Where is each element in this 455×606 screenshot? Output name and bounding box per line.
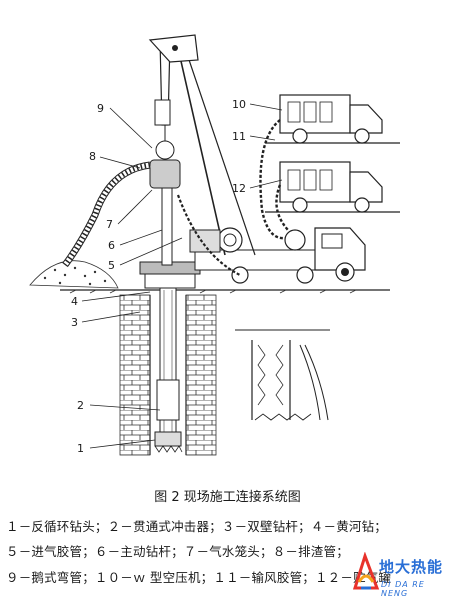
legend-line-3: ９－鹅式弯管；１０－ｗ 型空压机；１１－输风胶管；１２－贮气罐 xyxy=(6,570,392,585)
callout-6: 6 xyxy=(108,239,115,252)
figure-caption: 图 2 现场施工连接系统图 xyxy=(154,490,301,505)
compressor-truck-10 xyxy=(279,94,383,144)
drive-unit xyxy=(189,227,314,284)
logo-icon xyxy=(352,552,380,590)
compressor-truck-11 xyxy=(279,161,383,213)
borehole-walls xyxy=(119,294,217,456)
mast xyxy=(148,34,256,256)
callout-3: 3 xyxy=(71,316,78,329)
slag-hose xyxy=(62,161,151,268)
callout-11: 11 xyxy=(232,130,246,143)
rig-base xyxy=(139,249,336,289)
air-hoses xyxy=(176,119,289,276)
callout-5: 5 xyxy=(108,259,115,272)
callouts: 1 2 3 4 5 6 7 8 9 10 11 12 xyxy=(71,98,246,455)
watermark-logo: 地大热能 DI DA RE NENG xyxy=(351,546,451,602)
watermark-text: 地大热能 xyxy=(379,558,444,576)
construction-diagram: 1 2 3 4 5 6 7 8 9 10 11 12 xyxy=(29,34,400,456)
legend-line-2: ５－进气胶管；６－主动钻杆；７－气水笼头；８－排渣管； xyxy=(6,544,349,559)
callout-12: 12 xyxy=(232,182,246,195)
detail-inset xyxy=(235,329,330,421)
rig-truck xyxy=(314,227,366,282)
callout-7: 7 xyxy=(106,218,113,231)
callout-8: 8 xyxy=(89,150,96,163)
leader-lines xyxy=(81,103,283,449)
legend-line-1: １－反循环钻头；２－贯通式冲击器；３－双壁钻杆；４－黄河钻； xyxy=(6,519,388,534)
callout-4: 4 xyxy=(71,295,78,308)
callout-9: 9 xyxy=(97,102,104,115)
callout-10: 10 xyxy=(232,98,246,111)
debris-pile xyxy=(29,260,119,289)
compressor-platform xyxy=(265,142,400,213)
watermark-subtext: DI DA RE NENG xyxy=(381,580,425,598)
ground xyxy=(60,289,390,294)
drill-string xyxy=(154,284,183,453)
callout-1: 1 xyxy=(77,442,84,455)
kelly-swivel xyxy=(149,125,181,266)
callout-2: 2 xyxy=(77,399,84,412)
